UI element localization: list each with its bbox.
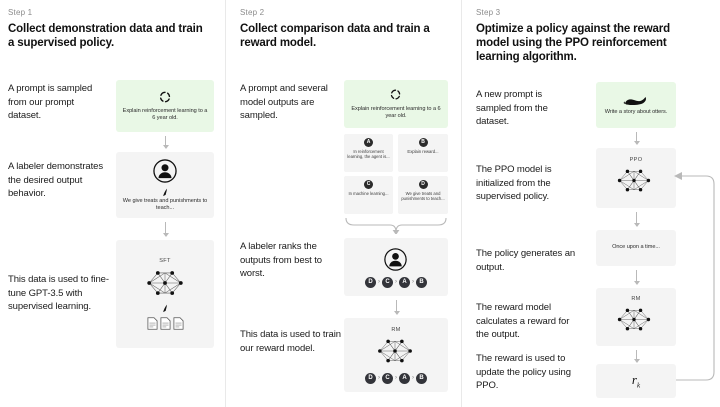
neural-net-icon	[613, 304, 659, 338]
output-text-d: We give treats and punishments to teach.…	[401, 191, 445, 202]
column-divider-1	[225, 0, 226, 407]
step-2-prompt-text: Explain reinforcement learning to a 6 ye…	[351, 105, 441, 119]
output-badge-a: A	[364, 138, 373, 147]
loop-icon	[158, 90, 172, 104]
step-1-sft-card[interactable]: SFT	[116, 240, 214, 348]
step-3-caption-5: The reward is used to update the policy …	[476, 353, 571, 391]
loop-icon	[389, 88, 403, 102]
rank-separator: ›	[412, 375, 414, 381]
step-2-caption-3: This data is used to train our reward mo…	[240, 329, 341, 354]
ranking-row: D › C › A › B	[365, 276, 427, 288]
step-1-labeler-text: We give treats and punishments to teach.…	[122, 197, 208, 211]
neural-net-icon	[613, 165, 659, 199]
step-2-prompt-card[interactable]: Explain reinforcement learning to a 6 ye…	[344, 80, 448, 128]
step-2-caption-2: A labeler ranks the outputs from best to…	[240, 241, 322, 279]
step-3-rm-card[interactable]: RM	[596, 288, 676, 346]
step-2-ranker-card[interactable]: D › C › A › B	[344, 238, 448, 296]
step-1-caption-2: A labeler demonstrates the desired outpu…	[8, 161, 103, 199]
rank-badge-1: D	[365, 372, 376, 384]
person-icon	[383, 247, 409, 273]
step-3-ppo-card[interactable]: PPO	[596, 148, 676, 208]
rank-separator: ›	[412, 279, 414, 285]
output-card-d[interactable]: D We give treats and punishments to teac…	[398, 176, 448, 214]
ranking-row-rm: D › C › A › B	[365, 372, 427, 384]
step-1-label: Step 1	[8, 8, 33, 17]
step-3-caption-4: The reward model calculates a reward for…	[476, 302, 570, 340]
output-text-b: Explain reward...	[407, 149, 439, 154]
step-3-label: Step 3	[476, 8, 501, 17]
rm-label: RM	[631, 296, 641, 302]
output-text-c: In machine learning...	[348, 191, 389, 196]
step-1-column: Step 1 Collect demonstration data and tr…	[0, 0, 226, 407]
output-card-a[interactable]: A In reinforcement learning, the agent i…	[344, 134, 393, 172]
arrow-down-7	[633, 350, 640, 363]
rank-badge-4: B	[416, 372, 427, 384]
step-3-output-card[interactable]: Once upon a time...	[596, 230, 676, 266]
step-2-label: Step 2	[240, 8, 265, 17]
rank-separator: ›	[395, 375, 397, 381]
step-3-prompt-card[interactable]: Write a story about otters.	[596, 82, 676, 128]
column-divider-2	[461, 0, 462, 407]
arrow-down-1	[162, 136, 169, 149]
output-badge-d: D	[418, 180, 428, 189]
step-3-caption-1: A new prompt is sampled from the dataset…	[476, 89, 548, 127]
output-badge-c: C	[364, 180, 373, 189]
output-card-c[interactable]: C In machine learning...	[344, 176, 393, 214]
arrow-down-3	[393, 300, 400, 315]
step-3-prompt-text: Write a story about otters.	[604, 108, 668, 115]
output-badge-b: B	[418, 138, 428, 147]
rank-separator: ›	[395, 279, 397, 285]
step-3-column: Step 3 Optimize a policy against the rew…	[462, 0, 720, 407]
otter-icon	[623, 94, 649, 106]
rank-separator: ›	[378, 279, 380, 285]
step-2-rm-card[interactable]: RM D › C	[344, 318, 448, 392]
rank-badge-2: C	[382, 372, 393, 384]
output-text-a: In reinforcement learning, the agent is.…	[347, 149, 390, 160]
step-1-prompt-card[interactable]: Explain reinforcement learning to a 6 ye…	[116, 80, 214, 132]
step-2-caption-1: A prompt and several model outputs are s…	[240, 83, 328, 121]
neural-net-icon	[142, 266, 188, 300]
pen-icon	[160, 302, 170, 314]
arrow-down-6	[633, 270, 640, 285]
pen-icon	[160, 186, 170, 198]
step-1-caption-1: A prompt is sampled from our prompt data…	[8, 83, 93, 121]
ppo-label: PPO	[629, 157, 643, 163]
sft-label: SFT	[159, 258, 171, 264]
merge-brace	[344, 216, 448, 239]
arrow-down-2	[162, 222, 169, 237]
step-3-caption-2: The PPO model is initialized from the su…	[476, 164, 552, 202]
neural-net-icon	[373, 335, 419, 369]
step-3-title: Optimize a policy against the reward mod…	[476, 23, 670, 63]
output-card-b[interactable]: B Explain reward...	[398, 134, 448, 172]
document-icon	[173, 317, 184, 330]
step-3-reward-card[interactable]: rk	[596, 364, 676, 398]
step-1-labeler-card[interactable]: We give treats and punishments to teach.…	[116, 152, 214, 218]
feedback-loop-arrow	[670, 168, 718, 389]
step-1-caption-3: This data is used to fine-tune GPT-3.5 w…	[8, 274, 109, 312]
rank-badge-1: D	[365, 276, 376, 288]
step-1-prompt-text: Explain reinforcement learning to a 6 ye…	[122, 107, 208, 121]
reward-symbol: rk	[631, 372, 641, 390]
document-icon	[160, 317, 171, 330]
rank-badge-4: B	[416, 276, 427, 288]
step-3-output-text: Once upon a time...	[612, 244, 660, 251]
documents-group	[147, 317, 184, 330]
step-2-title: Collect comparison data and train a rewa…	[240, 23, 430, 49]
step-1-title: Collect demonstration data and train a s…	[8, 23, 203, 49]
rank-badge-3: A	[399, 276, 410, 288]
rank-separator: ›	[378, 375, 380, 381]
rank-badge-3: A	[399, 372, 410, 384]
arrow-down-4	[633, 132, 640, 145]
rm-label: RM	[391, 326, 401, 333]
document-icon	[147, 317, 158, 330]
arrow-down-5	[633, 212, 640, 227]
step-2-column: Step 2 Collect comparison data and train…	[226, 0, 462, 407]
step-3-caption-3: The policy generates an output.	[476, 248, 576, 273]
rank-badge-2: C	[382, 276, 393, 288]
person-icon	[152, 158, 178, 184]
